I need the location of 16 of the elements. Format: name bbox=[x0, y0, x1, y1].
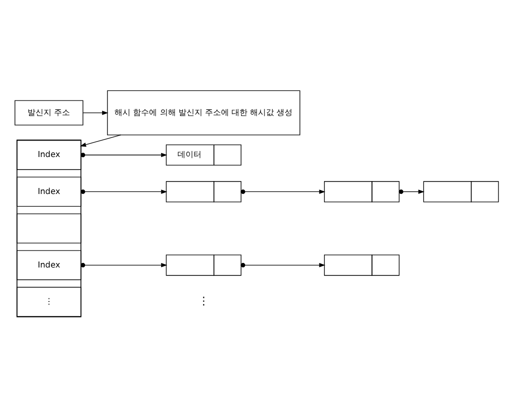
label: ⋮ bbox=[198, 294, 210, 307]
arrow bbox=[80, 188, 168, 194]
node-box: Index bbox=[16, 176, 82, 206]
arrow bbox=[398, 188, 424, 194]
arrow bbox=[240, 188, 326, 194]
node-box: ⋮ bbox=[16, 286, 82, 316]
arrow bbox=[80, 152, 168, 157]
arrow bbox=[80, 134, 122, 146]
arrow bbox=[240, 262, 326, 267]
arrow bbox=[80, 262, 168, 267]
node-box: 발신지 주소 bbox=[14, 100, 84, 125]
node-box bbox=[16, 212, 82, 243]
arrow bbox=[82, 110, 108, 114]
node-box: Index bbox=[16, 140, 82, 170]
node-box: Index bbox=[16, 250, 82, 280]
node-box: 해시 함수에 의해 발신지 주소에 대한 해시값 생성 bbox=[107, 90, 300, 135]
